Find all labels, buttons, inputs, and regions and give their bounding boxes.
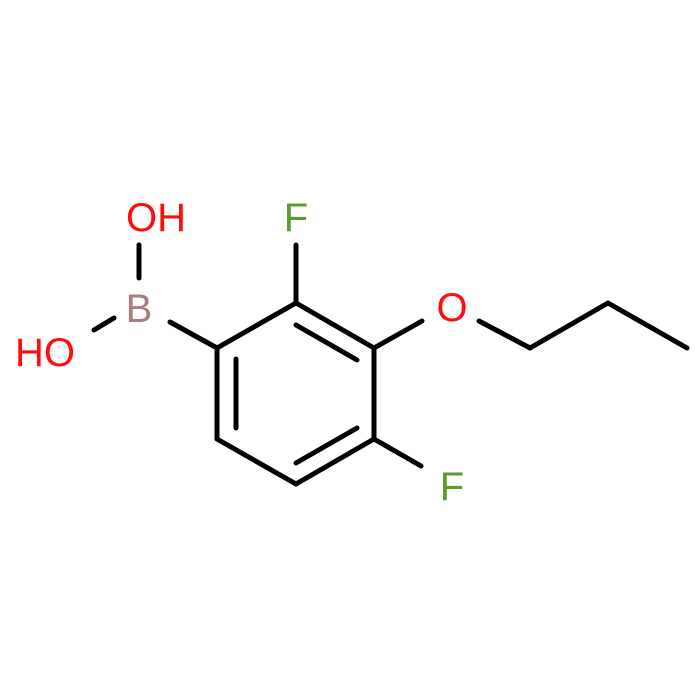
bond-c5-c6 xyxy=(214,436,299,487)
bond-c2-c3 xyxy=(293,300,377,351)
ether-oxygen-label: O xyxy=(436,286,467,330)
atom-labels: OH HO B F O F xyxy=(15,196,468,509)
bond-c4-c5 xyxy=(293,436,377,487)
bond-b-o-left xyxy=(91,315,117,333)
fluorine-top-label: F xyxy=(284,196,308,240)
bond-c1-c2 xyxy=(214,300,299,351)
bond-b-c1 xyxy=(167,319,220,351)
bond-ch2-ch2 xyxy=(527,300,611,351)
hydroxyl-left-label: HO xyxy=(15,331,75,375)
bond-c4-f xyxy=(371,436,424,469)
fluorine-bottom-label: F xyxy=(440,465,464,509)
bonds xyxy=(91,242,690,487)
bond-c4-c5-inner xyxy=(293,425,360,466)
boron-label: B xyxy=(126,287,153,331)
bond-o-ch2 xyxy=(476,318,533,351)
bond-c2-c3-inner xyxy=(293,322,360,363)
bond-c3-o xyxy=(371,318,425,351)
bond-ch2-ch3 xyxy=(605,300,690,351)
hydroxyl-top-label: OH xyxy=(126,196,186,240)
